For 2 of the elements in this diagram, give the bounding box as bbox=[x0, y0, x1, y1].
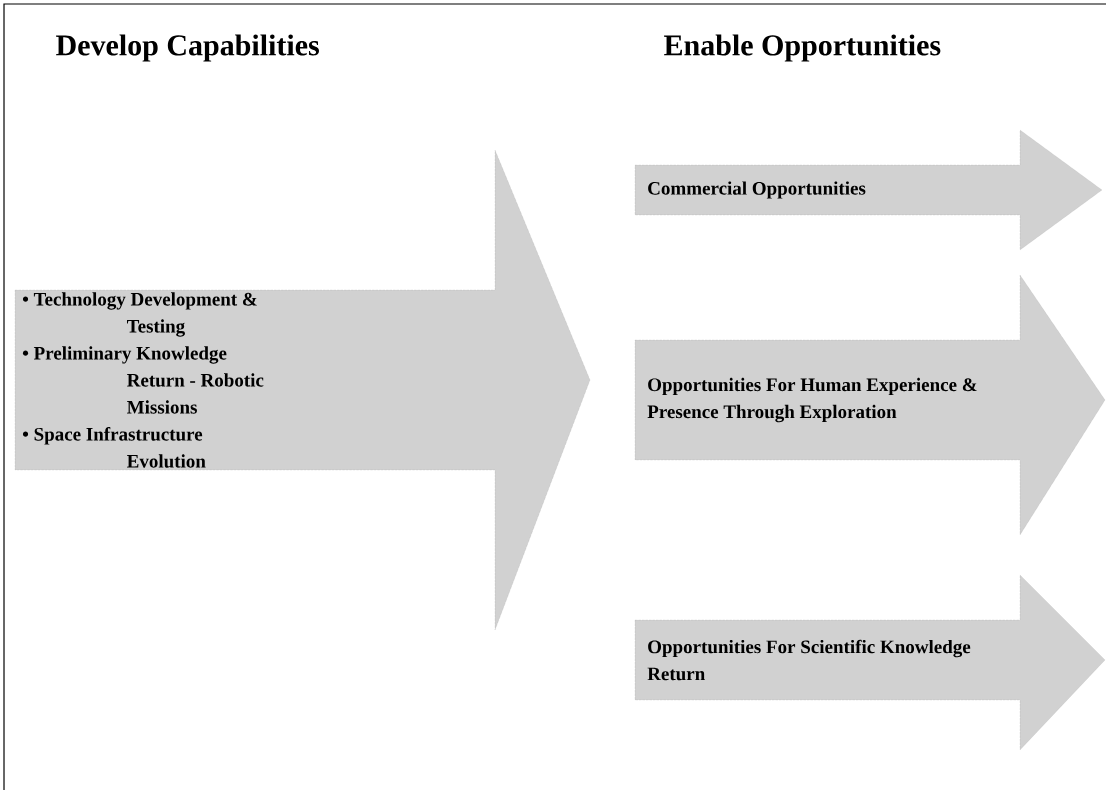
heading: Develop Capabilities bbox=[56, 34, 319, 62]
heading: Enable Opportunities bbox=[664, 34, 941, 62]
